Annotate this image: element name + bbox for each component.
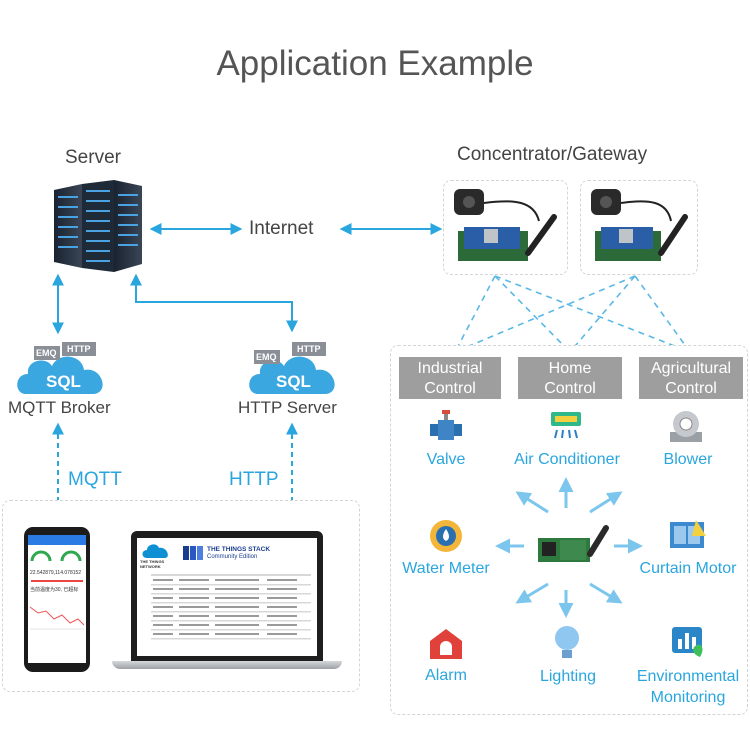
laptop-screen: THE THINGS NETWORK THE THINGS STACK Comm… (137, 538, 317, 656)
device-water-meter: Water Meter (402, 560, 490, 577)
ttn-cloud-icon (142, 544, 168, 558)
server-rack-icon (54, 180, 142, 272)
device-environmental-monitoring: Environmental Monitoring (636, 668, 740, 706)
device-air-conditioner: Air Conditioner (514, 451, 620, 468)
gateway-hat-icon (591, 189, 688, 261)
http-server-cloud: EMQ HTTP SQL (244, 336, 344, 398)
phone-slider (31, 580, 83, 582)
cloud-tag-emq: EMQ (256, 352, 277, 362)
water-meter-icon (430, 520, 462, 552)
device-lighting: Lighting (539, 668, 597, 685)
lighting-icon (555, 626, 579, 658)
arrow-server-http (130, 273, 298, 333)
phone-message: 当前温度为30, 已超标 (30, 587, 79, 593)
stack-logo-icon (183, 546, 203, 560)
laptop-base (112, 661, 342, 669)
curtain-motor-icon (670, 520, 706, 548)
cloud-sql-label: SQL (276, 372, 311, 391)
category-agricultural: Agricultural Control (639, 357, 743, 399)
data-table-icon (151, 574, 311, 640)
laptop-device: THE THINGS NETWORK THE THINGS STACK Comm… (131, 531, 323, 661)
device-blower: Blower (663, 451, 713, 468)
cloud-tag-emq: EMQ (36, 348, 57, 358)
cloud-database-icon (17, 342, 103, 394)
phone-device: 22.542879,114.078152 当前温度为30, 已超标 (24, 527, 90, 672)
cloud-database-icon (249, 342, 335, 394)
mqtt-protocol-label: MQTT (68, 469, 122, 490)
gauge-icons (30, 550, 82, 562)
device-alarm: Alarm (425, 667, 467, 684)
category-industrial: Industrial Control (399, 357, 501, 399)
phone-app-header (28, 535, 86, 545)
blower-icon (670, 411, 702, 442)
phone-coordinates: 22.542879,114.078152 (30, 570, 82, 576)
gateway-hat-icon (454, 189, 557, 261)
mqtt-broker-cloud: EMQ HTTP SQL (12, 336, 112, 398)
valve-icon (430, 410, 462, 440)
category-home: Home Control (518, 357, 622, 399)
environmental-monitoring-icon (672, 627, 703, 657)
gateway-panel-2 (580, 180, 698, 275)
alarm-icon (430, 629, 462, 659)
cloud-sql-label: SQL (46, 372, 81, 391)
device-curtain-motor: Curtain Motor (639, 560, 737, 577)
cloud-tag-http: HTTP (297, 344, 321, 354)
phone-line-chart-icon (29, 606, 85, 630)
internet-label: Internet (249, 218, 314, 239)
stack-edition: Community Edition (207, 554, 258, 560)
ttn-brand-line2: NETWORK (140, 564, 161, 569)
ttn-brand-line1: THE THINGS (140, 559, 165, 564)
cloud-tag-http: HTTP (67, 344, 91, 354)
device-valve: Valve (426, 451, 466, 468)
phone-screen: 22.542879,114.078152 当前温度为30, 已超标 (28, 535, 86, 663)
page-title: Application Example (216, 44, 534, 83)
stack-title: THE THINGS STACK (207, 546, 271, 553)
server-label: Server (65, 147, 121, 168)
http-server-label: HTTP Server (238, 398, 337, 417)
mqtt-broker-label: MQTT Broker (8, 398, 111, 417)
lora-node-board-icon (538, 525, 609, 562)
http-protocol-label: HTTP (229, 469, 279, 490)
gateway-panel-1 (443, 180, 568, 275)
air-conditioner-icon (551, 412, 581, 439)
gateway-label: Concentrator/Gateway (457, 144, 648, 165)
